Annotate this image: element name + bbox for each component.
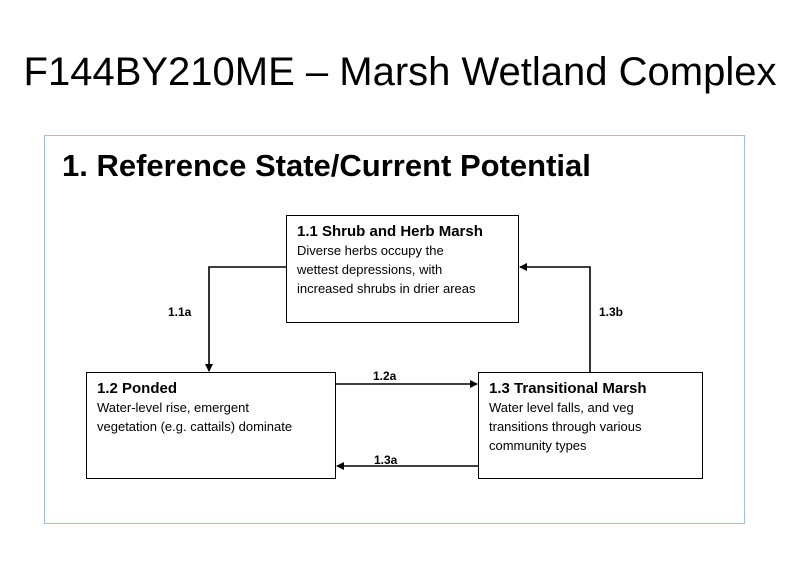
- community-1-1-box: 1.1 Shrub and Herb Marsh Diverse herbs o…: [286, 215, 519, 323]
- arrow-1-1a: [205, 266, 286, 372]
- community-1-2-line: Water-level rise, emergent: [97, 400, 249, 415]
- community-1-2-box: 1.2 Ponded Water-level rise, emergent ve…: [86, 372, 336, 479]
- community-1-2-title: 1.2 Ponded: [97, 380, 178, 397]
- transition-label-1-1a: 1.1a: [168, 305, 192, 319]
- community-1-3-line: community types: [489, 438, 587, 453]
- community-1-1-line: Diverse herbs occupy the: [297, 243, 444, 258]
- reference-state-frame: [44, 135, 745, 524]
- community-1-1-title: 1.1 Shrub and Herb Marsh: [297, 223, 483, 240]
- transition-label-1-2a: 1.2a: [373, 369, 397, 383]
- community-1-3-box: 1.3 Transitional Marsh Water level falls…: [478, 372, 703, 479]
- community-1-1-line: wettest depressions, with: [297, 262, 443, 277]
- transition-label-1-3b: 1.3b: [599, 305, 624, 319]
- page-title: F144BY210ME – Marsh Wetland Complex: [23, 50, 777, 94]
- community-1-2-line: vegetation (e.g. cattails) dominate: [97, 419, 293, 434]
- community-1-3-line: Water level falls, and veg: [489, 400, 634, 415]
- arrow-1-3b: [519, 263, 591, 372]
- community-1-3-title: 1.3 Transitional Marsh: [489, 380, 647, 397]
- community-1-3-line: transitions through various: [489, 419, 642, 434]
- community-1-1-line: increased shrubs in drier areas: [297, 281, 476, 296]
- state-title: 1. Reference State/Current Potential: [62, 148, 591, 183]
- transition-label-1-3a: 1.3a: [374, 453, 398, 467]
